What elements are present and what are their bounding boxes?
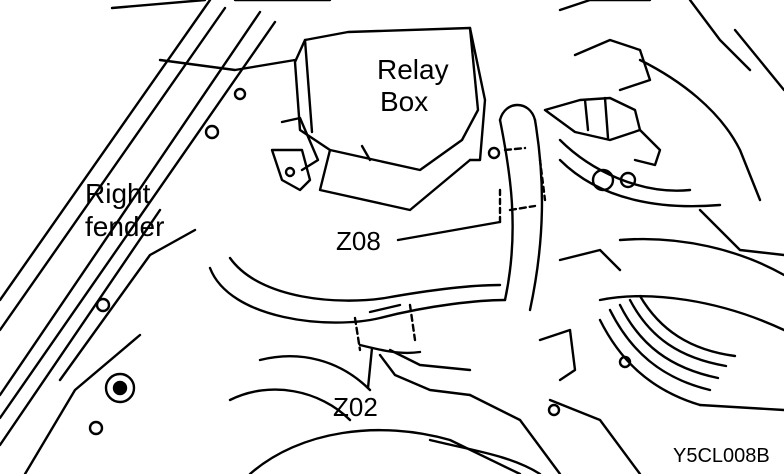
figure-code-label: Y5CL008B <box>673 445 770 467</box>
harness-connectors <box>543 96 722 208</box>
z02-callout-label: Z02 <box>333 392 378 422</box>
right-fender-outline <box>0 0 332 474</box>
fender-bolts <box>88 87 247 436</box>
relay-box-label-line2: Box <box>380 86 429 117</box>
engine-components-upper <box>558 0 784 257</box>
callout-leaders <box>366 220 502 390</box>
relay-box-label-line1: Relay <box>377 54 449 85</box>
relay-box-outline <box>293 26 487 212</box>
lower-engine-area <box>228 328 642 474</box>
wiring-harness-z08 <box>487 103 547 312</box>
right-fender-label-line2: fender <box>85 211 165 242</box>
z08-callout-label: Z08 <box>336 226 381 256</box>
relay-box-bracket <box>270 116 320 192</box>
wiring-harness-z02 <box>208 256 507 397</box>
air-intake-hose <box>558 237 784 412</box>
right-fender-label-line1: Right <box>85 178 151 209</box>
